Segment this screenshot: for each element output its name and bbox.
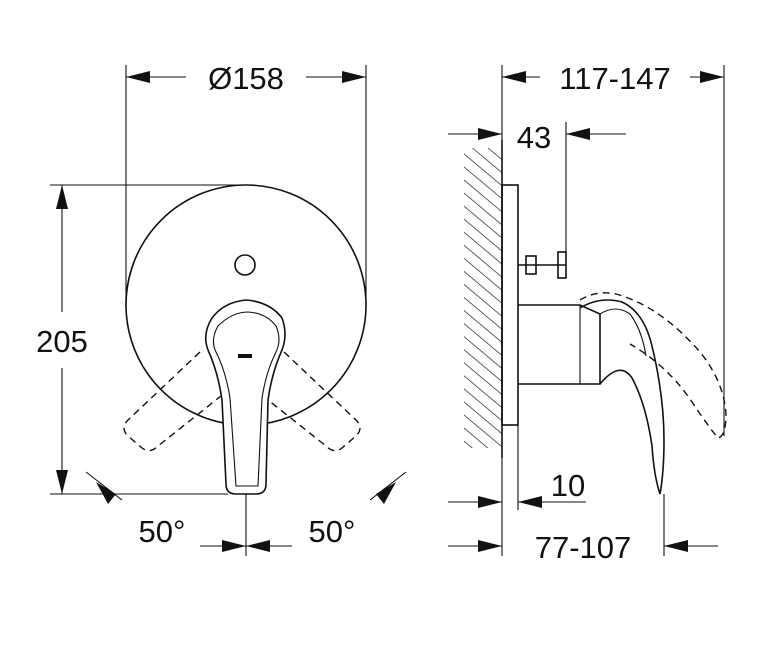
total-depth-dimension: 117-147 [559, 61, 670, 96]
stem-dimension: 43 [517, 120, 551, 155]
angle-right-dimension: 50° [309, 514, 356, 549]
lever-side [579, 299, 665, 495]
lever-rotation-right-ghost [257, 351, 361, 452]
diverter-button [234, 254, 256, 276]
lever-handle [204, 299, 286, 495]
lever-rotation-left-ghost [123, 351, 227, 452]
rosette-side [501, 184, 519, 426]
front-view: Ø158 205 50° 50° [36, 61, 407, 556]
side-view: 117-147 43 10 77-107 [448, 61, 727, 565]
wall-offset-dimension: 10 [551, 468, 585, 503]
height-dimension: 205 [36, 324, 88, 359]
lever-side-lifted-ghost [579, 292, 727, 439]
grohe-logo-mark [238, 354, 252, 358]
handle-depth-dimension: 77-107 [535, 530, 632, 565]
angle-left-dimension: 50° [139, 514, 186, 549]
diverter-pin [518, 251, 567, 279]
wall-section [464, 148, 502, 448]
mixer-body-side [518, 304, 601, 385]
diameter-dimension: Ø158 [208, 61, 284, 96]
